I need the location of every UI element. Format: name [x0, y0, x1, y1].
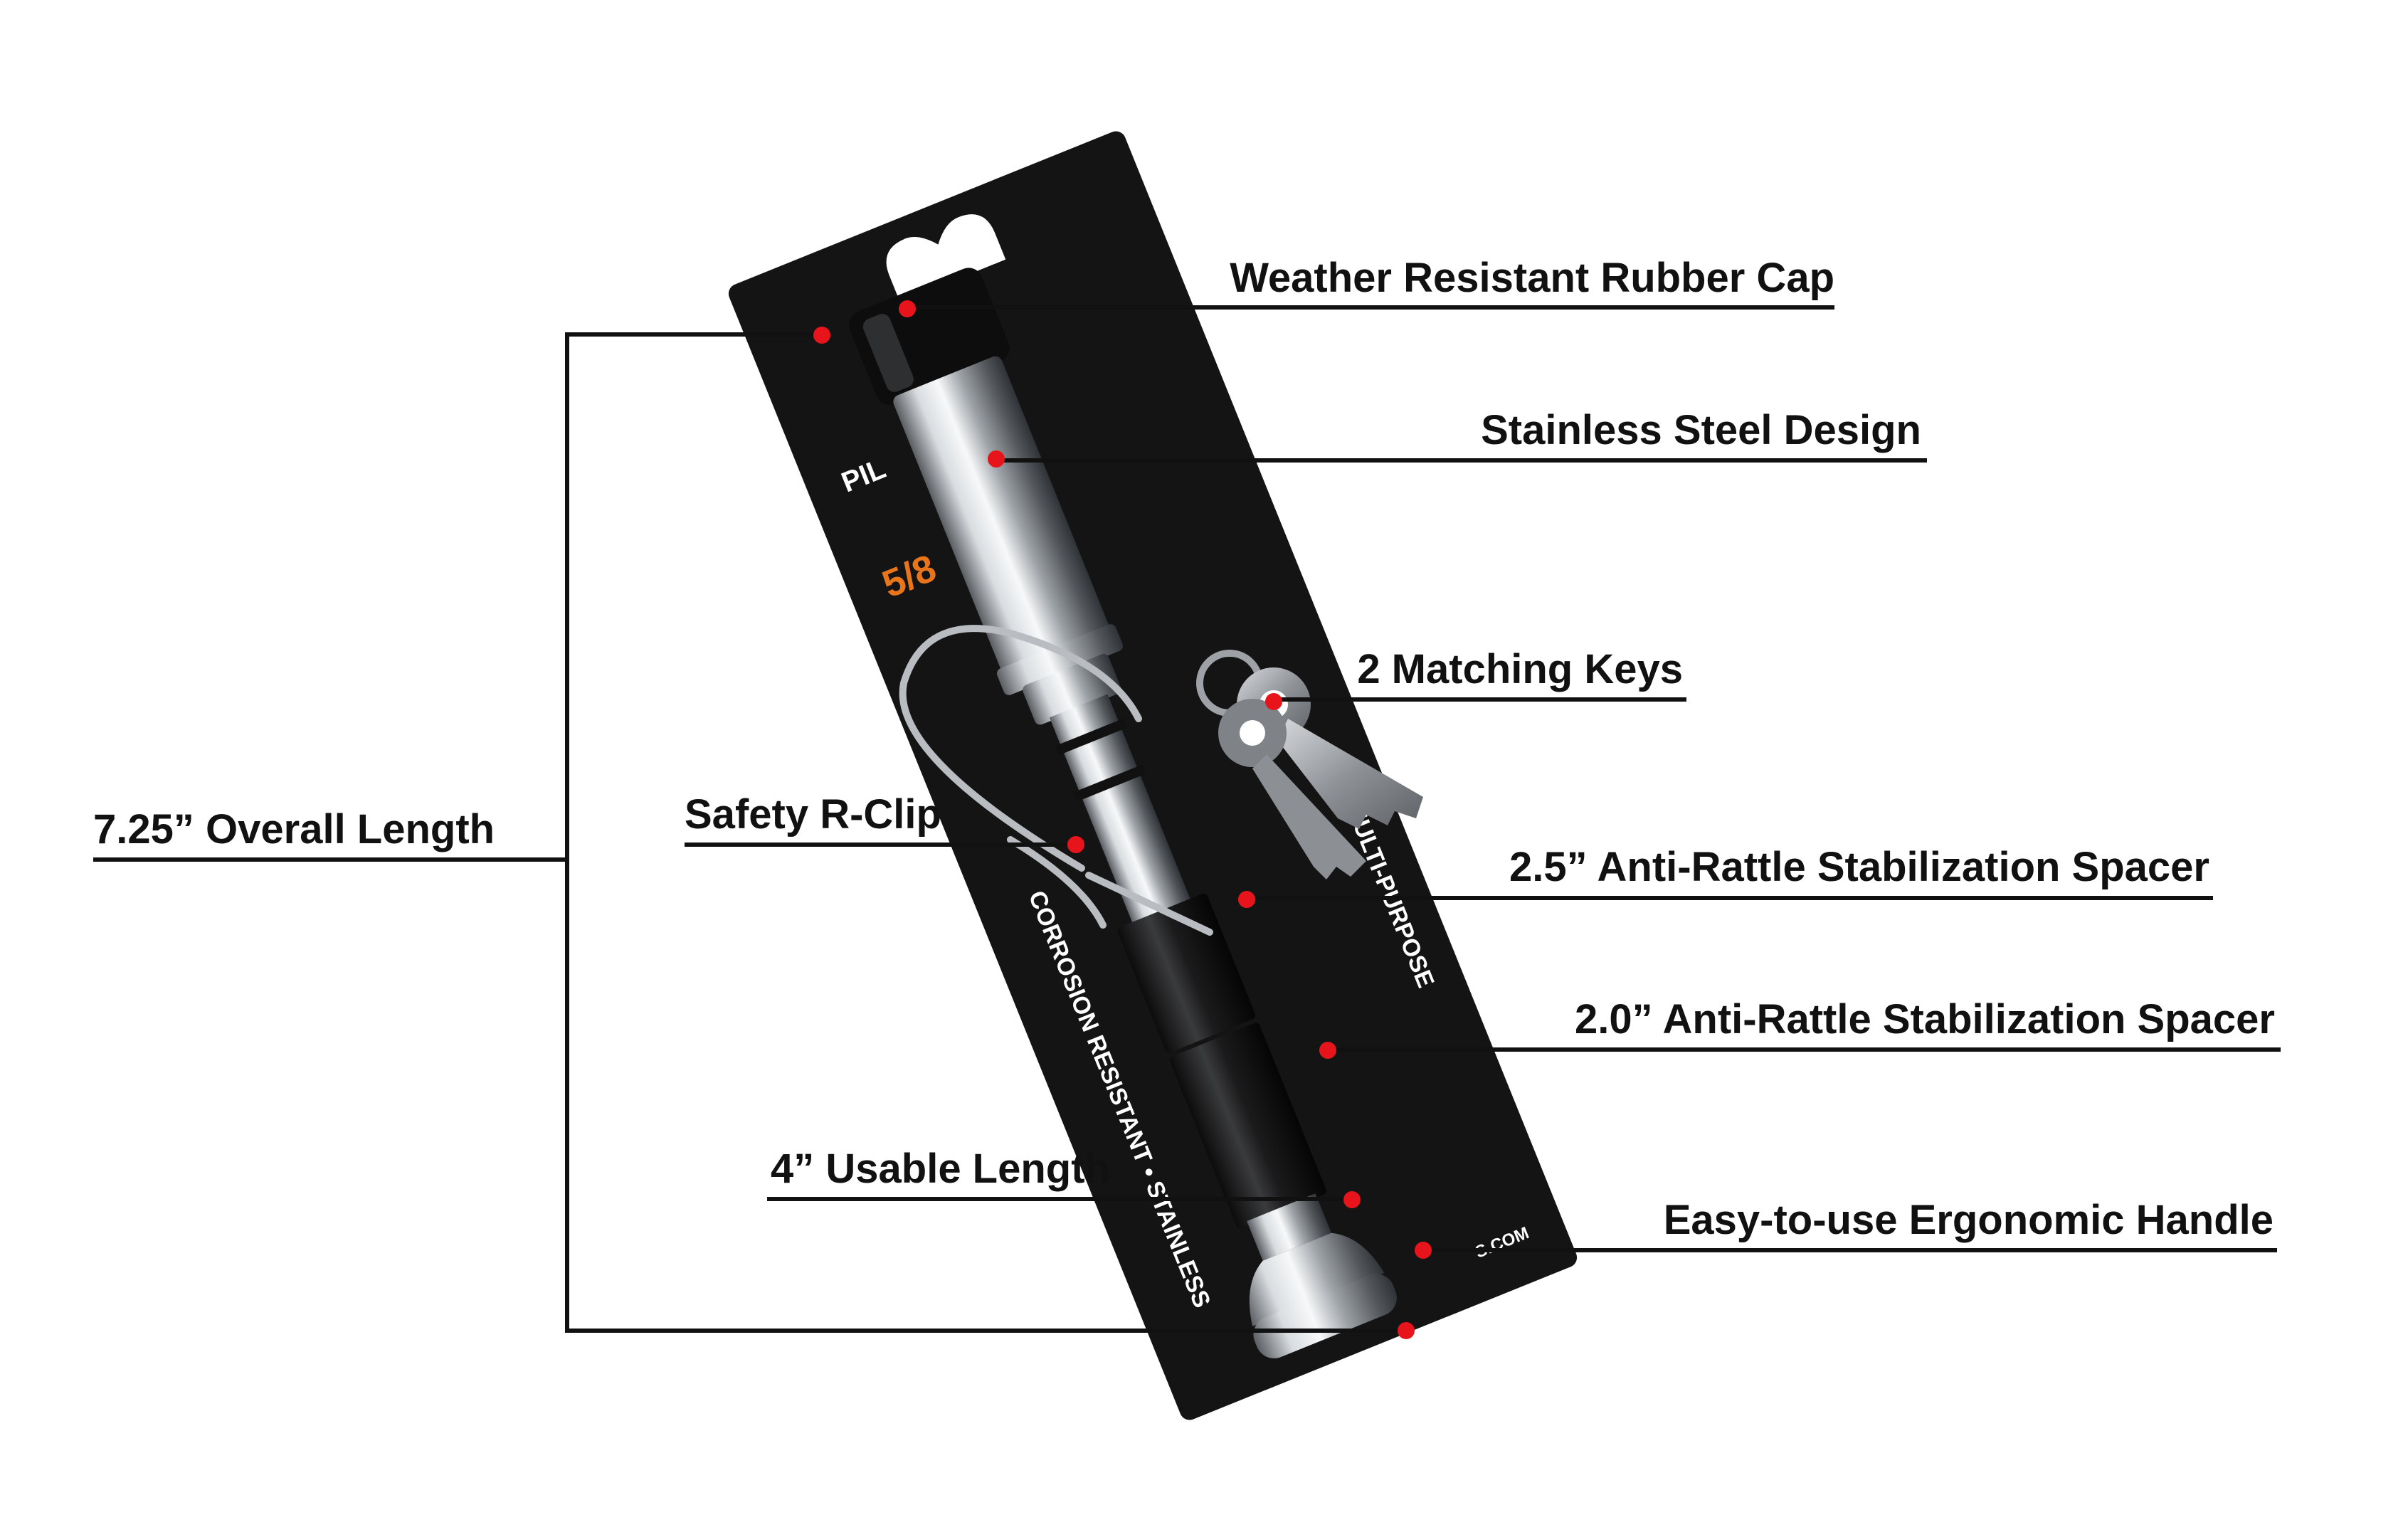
callout-markers: [813, 300, 1432, 1339]
hang-hole: [886, 214, 1006, 302]
label-stainless: Stainless Steel Design: [1481, 407, 1921, 453]
leader-overall-length: [93, 332, 820, 862]
marker-spacer-25: [1238, 891, 1255, 908]
marker-overall-top: [813, 327, 830, 344]
ergonomic-handle: [1249, 1232, 1385, 1326]
callout-labels: Weather Resistant Rubber Cap Stainless S…: [93, 255, 2275, 1243]
label-keys: 2 Matching Keys: [1357, 646, 1683, 692]
leader-lines: [93, 305, 2281, 1333]
marker-r-clip: [1067, 836, 1084, 853]
marker-spacer-20: [1319, 1042, 1336, 1059]
r-clip: [899, 625, 1213, 936]
label-usable-length: 4” Usable Length: [771, 1146, 1110, 1192]
hitch-pin-lock-photo: PIL 5/8 CORROSION RESISTANT • STAINLESS …: [728, 131, 1578, 1420]
leader-overall-length-bottom: [565, 860, 1408, 1333]
marker-keys: [1265, 693, 1282, 710]
label-handle: Easy-to-use Ergonomic Handle: [1664, 1197, 2274, 1243]
label-overall-length: 7.25” Overall Length: [93, 806, 495, 852]
label-spacer-25: 2.5” Anti-Rattle Stabilization Spacer: [1509, 844, 2209, 890]
label-spacer-20: 2.0” Anti-Rattle Stabilization Spacer: [1575, 996, 2275, 1042]
spacer-2-0: [1169, 1023, 1326, 1228]
marker-handle: [1415, 1242, 1432, 1259]
lock-body: [893, 356, 1109, 673]
marker-overall-bottom: [1398, 1322, 1415, 1339]
marker-stainless: [988, 450, 1005, 468]
spacer-2-5: [1117, 893, 1256, 1053]
marker-usable-length: [1343, 1191, 1361, 1208]
pin-shaft: [1049, 694, 1193, 929]
marker-rubber-cap: [899, 300, 916, 317]
label-rubber-cap: Weather Resistant Rubber Cap: [1230, 255, 1834, 301]
label-r-clip: Safety R-Clip: [685, 791, 941, 838]
